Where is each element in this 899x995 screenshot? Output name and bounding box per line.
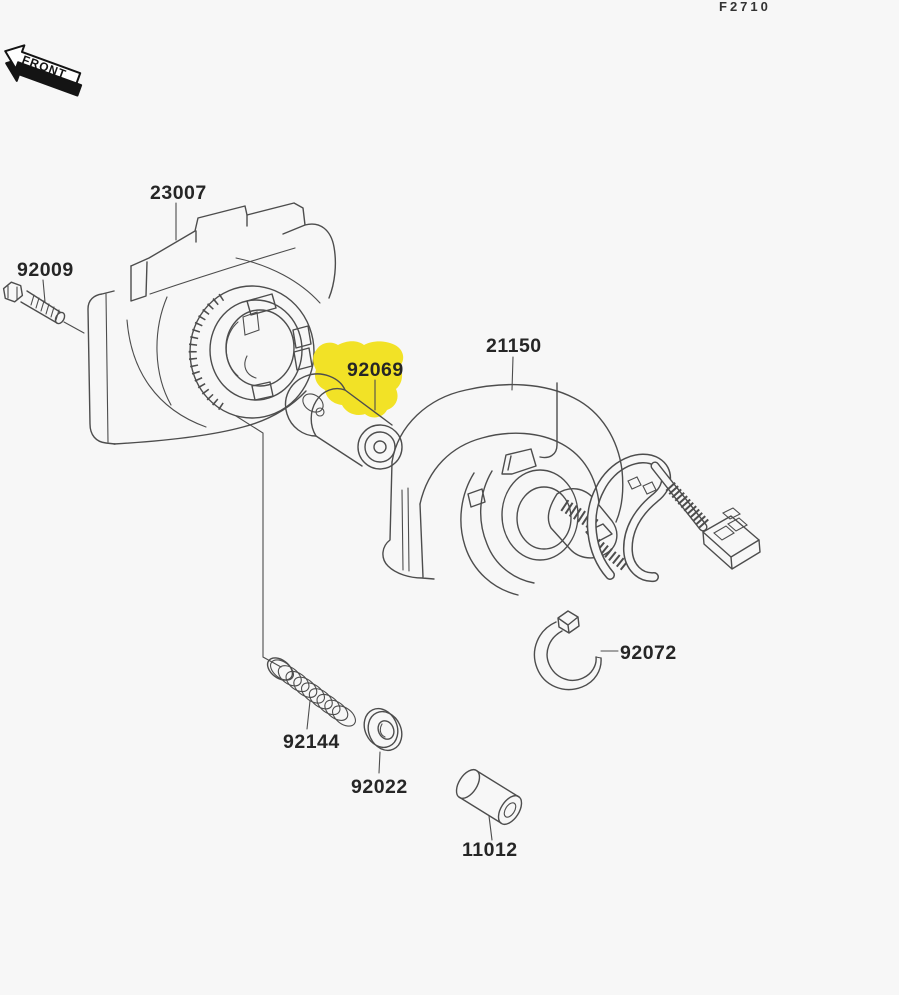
bracket-outer-edge (391, 383, 624, 523)
lamp-side-tab (467, 488, 486, 508)
socket-body (547, 488, 618, 559)
bracket-top-clip (501, 448, 537, 475)
bayonet-slot (242, 311, 260, 336)
socket-ring-outer (189, 285, 315, 419)
cap-closed-end (455, 768, 481, 800)
bracket-inner-edge (419, 432, 600, 505)
housing-top-rail (130, 202, 306, 267)
part-drawing-23007-housing (87, 202, 337, 445)
bulb-filament-dot (315, 407, 325, 417)
bayonet-lug-bottom (251, 381, 274, 401)
figure-code: F2710 (719, 0, 771, 14)
band-outer-curve (533, 621, 602, 691)
leader-92009 (42, 279, 46, 303)
band-end-cap (595, 656, 602, 659)
leader-21150 (511, 356, 514, 391)
bulb-base-sides (315, 389, 393, 467)
housing-crease-bowl (156, 296, 172, 406)
bulb-glass-joint (310, 387, 346, 437)
bulb-base-end-outer (357, 424, 403, 470)
bayonet-lug-right-1 (292, 325, 312, 349)
lamp-inner-arc (479, 470, 535, 584)
bracket-right-wall (539, 382, 558, 459)
housing-bottom-edge (113, 390, 307, 445)
part-label-92144[interactable]: 92144 (283, 731, 340, 753)
bayonet-lug-right-2 (293, 347, 313, 371)
housing-crease-top (149, 247, 296, 295)
part-drawing-11012-cap (455, 768, 523, 826)
washer-hole (377, 720, 395, 740)
washer-hole-curl (379, 723, 386, 738)
cap-open-end (497, 794, 523, 826)
leader-11012 (488, 815, 493, 841)
harness-connector (702, 507, 761, 570)
bayonet-lug-top (246, 293, 277, 316)
part-drawing-92022-washer (363, 707, 403, 752)
part-label-92072[interactable]: 92072 (620, 642, 677, 664)
washer-face (367, 710, 403, 752)
part-label-92022[interactable]: 92022 (351, 776, 408, 798)
housing-shoulder (304, 223, 337, 299)
part-labels: 23007 92009 92069 21150 92072 92144 9202… (17, 182, 677, 861)
housing-rail-tab (130, 214, 248, 302)
bayonet-inner-arc (225, 321, 239, 377)
band-head (557, 610, 580, 634)
housing-rim-inner (105, 293, 109, 443)
bolt-tip (54, 311, 66, 325)
housing-crease-right (235, 257, 321, 304)
cap-bore (503, 802, 517, 818)
cap-sides (458, 770, 520, 824)
wire-clip-2 (642, 481, 657, 495)
bolt-hex-head (2, 281, 24, 303)
socket-mount-ring (501, 469, 579, 561)
part-label-92009[interactable]: 92009 (17, 259, 74, 281)
front-direction-arrow: FRONT (4, 44, 83, 97)
wire-clip-1 (627, 476, 642, 490)
washer-edge (363, 707, 399, 749)
part-drawing-92069-bulb (284, 341, 404, 470)
housing-rim-outer (87, 290, 116, 445)
bolt-leader-to-housing (63, 321, 85, 334)
part-label-23007[interactable]: 23007 (150, 182, 207, 204)
part-label-92069[interactable]: 92069 (347, 359, 404, 381)
lamp-unit-and-socket (460, 453, 761, 596)
housing-crease-corner (126, 319, 207, 428)
part-label-11012[interactable]: 11012 (462, 839, 518, 861)
leader-92144 (306, 700, 311, 730)
part-label-21150[interactable]: 21150 (486, 335, 542, 357)
label-leader-lines (42, 202, 619, 841)
bolt-threads (30, 294, 60, 321)
lamp-outer-arc (460, 472, 519, 596)
part-drawing-92009-bolt (2, 281, 85, 334)
bolt-head-facets (7, 285, 18, 301)
socket-ring-knurling (188, 293, 225, 411)
part-drawing-92072-band (533, 610, 602, 691)
highlight-blob-92069[interactable] (313, 341, 404, 418)
bulb-base-contact (373, 440, 387, 454)
part-drawing-21150-bracket (382, 382, 624, 580)
bulb-filament-detail (302, 393, 324, 413)
bracket-arm-crease (401, 487, 410, 572)
front-arrow-face (4, 44, 82, 85)
bayonet-spring-hook (244, 355, 257, 379)
band-inner-curve (546, 630, 597, 682)
bulb-glass-dome (284, 373, 346, 437)
leader-92022 (378, 751, 381, 774)
part-drawing-92144-spring (266, 657, 356, 727)
socket-wire-bundle (592, 538, 630, 572)
socket-inner-ring (516, 486, 572, 550)
adjuster-axis-line (235, 415, 282, 668)
bracket-left-arm (382, 461, 435, 580)
bulb-base-end-mid (364, 431, 396, 463)
